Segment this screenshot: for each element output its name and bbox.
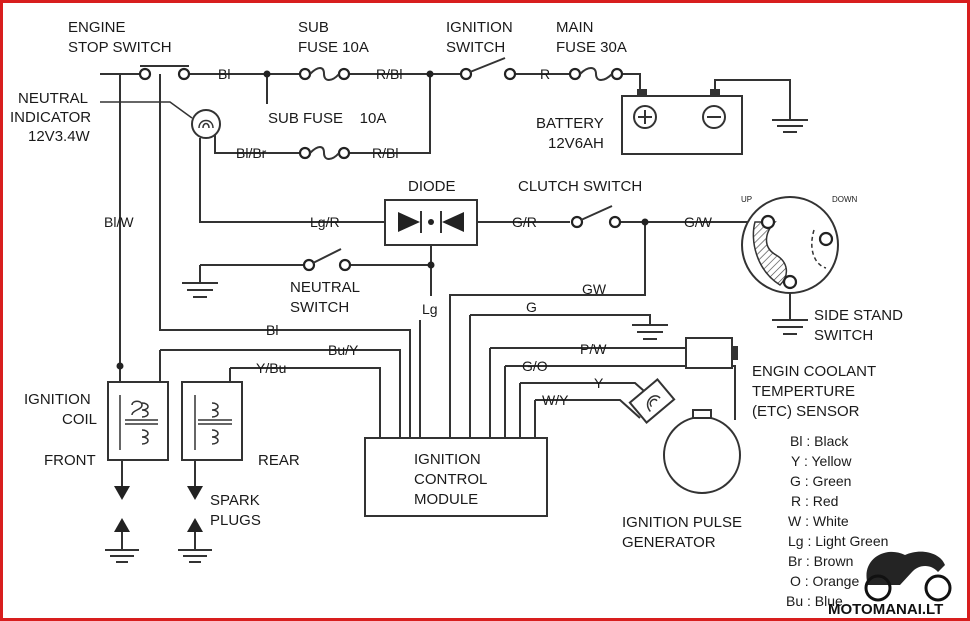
side-stand-switch-label-2: SWITCH [814,327,873,344]
pulse-generator-label-1: IGNITION PULSE [622,514,742,531]
neutral-indicator-label-3: 12V3.4W [28,128,91,145]
junction-dots [116,70,649,370]
sub-fuse-top-label-1: SUB [298,19,329,36]
engine-stop-switch-label-2: STOP SWITCH [68,39,172,56]
icm-label-2: CONTROL [414,471,487,488]
wire-label-bl-stop: Bl [218,66,230,82]
wire-label-bu-y: Bu/Y [328,342,359,358]
watermark-logo: MOTOMANAI.LT [828,551,952,618]
main-fuse-label-1: MAIN [556,19,594,36]
wire-label-w-y: W/Y [542,392,569,408]
wire-label-r-bl-mid: R/Bl [372,145,398,161]
pulse-generator-label-2: GENERATOR [622,534,716,551]
spark-plugs-symbol [105,486,212,563]
side-stand-down-label: DOWN [832,195,858,204]
engine-stop-switch-label-1: ENGINE [68,19,126,36]
ignition-switch-label-1: IGNITION [446,19,513,36]
rear-coil-label: REAR [258,452,300,469]
battery-label-1: BATTERY [536,115,604,132]
etc-sensor-label-2: TEMPERTURE [752,383,855,400]
ignition-coil-rear-symbol [181,381,243,461]
wire-label-g-w: G/W [684,214,713,230]
spark-plugs-label-1: SPARK [210,492,260,509]
neutral-switch-label-1: NEUTRAL [290,279,360,296]
main-fuse-label-2: FUSE 30A [556,39,627,56]
ignition-coil-label-2: COIL [62,411,97,428]
spark-plugs-label-2: PLUGS [210,512,261,529]
ignition-control-module-box [364,437,548,517]
clutch-switch-symbol [570,205,622,229]
wire-label-lg-r: Lg/R [310,214,340,230]
watermark-text: MOTOMANAI.LT [828,601,943,618]
engine-stop-switch-symbol [138,65,191,81]
neutral-ground-symbol [182,282,218,298]
sub-fuse-mid-label: SUB FUSE 10A [268,110,386,127]
legend-item: Br : Brown [788,553,853,569]
legend-item: Bl : Black [790,433,849,449]
diode-label: DIODE [408,178,456,195]
module-ground-symbol [632,324,668,340]
front-coil-label: FRONT [44,452,96,469]
wire-label-g-r: G/R [512,214,537,230]
diode-symbol [384,199,478,246]
wire-label-bl-w: Bl/W [104,214,134,230]
legend-item: W : White [788,513,849,529]
sub-fuse-top-label-2: FUSE 10A [298,39,369,56]
ignition-switch-label-2: SWITCH [446,39,505,56]
etc-sensor-symbol [685,337,738,369]
wire-label-bl-long: Bl [266,322,278,338]
neutral-indicator-lamp [191,109,221,139]
battery-symbol [621,89,743,155]
clutch-switch-label: CLUTCH SWITCH [518,178,642,195]
etc-sensor-label-1: ENGIN COOLANT [752,363,876,380]
legend-item: Y : Yellow [791,453,852,469]
wire-label-r-bl-top: R/Bl [376,66,402,82]
neutral-indicator-label-2: INDICATOR [10,109,91,126]
sub-fuse-top-symbol [298,67,351,81]
side-stand-up-label: UP [741,195,752,204]
icm-label-3: MODULE [414,491,478,508]
ignition-switch-symbol [459,57,517,81]
legend-item: Bu : Blue [786,593,843,609]
pulse-generator-symbol [628,378,741,494]
ignition-coil-label-1: IGNITION [24,391,91,408]
side-stand-ground-symbol [772,319,808,335]
component-labels: ENGINE STOP SWITCH SUB FUSE 10A IGNITION… [10,19,903,551]
wire-label-g-o: G/O [522,358,548,374]
color-legend: Bl : Black Y : Yellow G : Green R : Red … [786,433,888,609]
main-fuse-symbol [568,67,624,81]
wire-label-lg: Lg [422,301,438,317]
legend-item: O : Orange [790,573,859,589]
etc-sensor-label-3: (ETC) SENSOR [752,403,860,420]
neutral-indicator-label-1: NEUTRAL [18,90,88,107]
battery-ground-symbol [772,119,808,133]
neutral-switch-symbol [302,248,352,272]
wire-color-labels: Bl R/Bl R Bl/Br R/Bl Bl/W Lg/R G/R G/W G… [104,66,713,408]
wire-label-g: G [526,299,537,315]
ignition-coil-front-symbol [107,381,169,461]
side-stand-switch-label-1: SIDE STAND [814,307,903,324]
wire-label-p-w: P/W [580,341,607,357]
wire-label-bl-br: Bl/Br [236,145,267,161]
wire-label-y: Y [594,375,604,391]
battery-label-2: 12V6AH [548,135,604,152]
legend-item: G : Green [790,473,851,489]
legend-item: R : Red [791,493,838,509]
wire-label-r-main: R [540,66,550,82]
legend-item: Lg : Light Green [788,533,888,549]
sub-fuse-mid-symbol [298,146,351,160]
wire-label-gw: GW [582,281,607,297]
wire-label-y-bu: Y/Bu [256,360,286,376]
neutral-switch-label-2: SWITCH [290,299,349,316]
side-stand-switch-symbol [741,196,839,294]
icm-label-1: IGNITION [414,451,481,468]
